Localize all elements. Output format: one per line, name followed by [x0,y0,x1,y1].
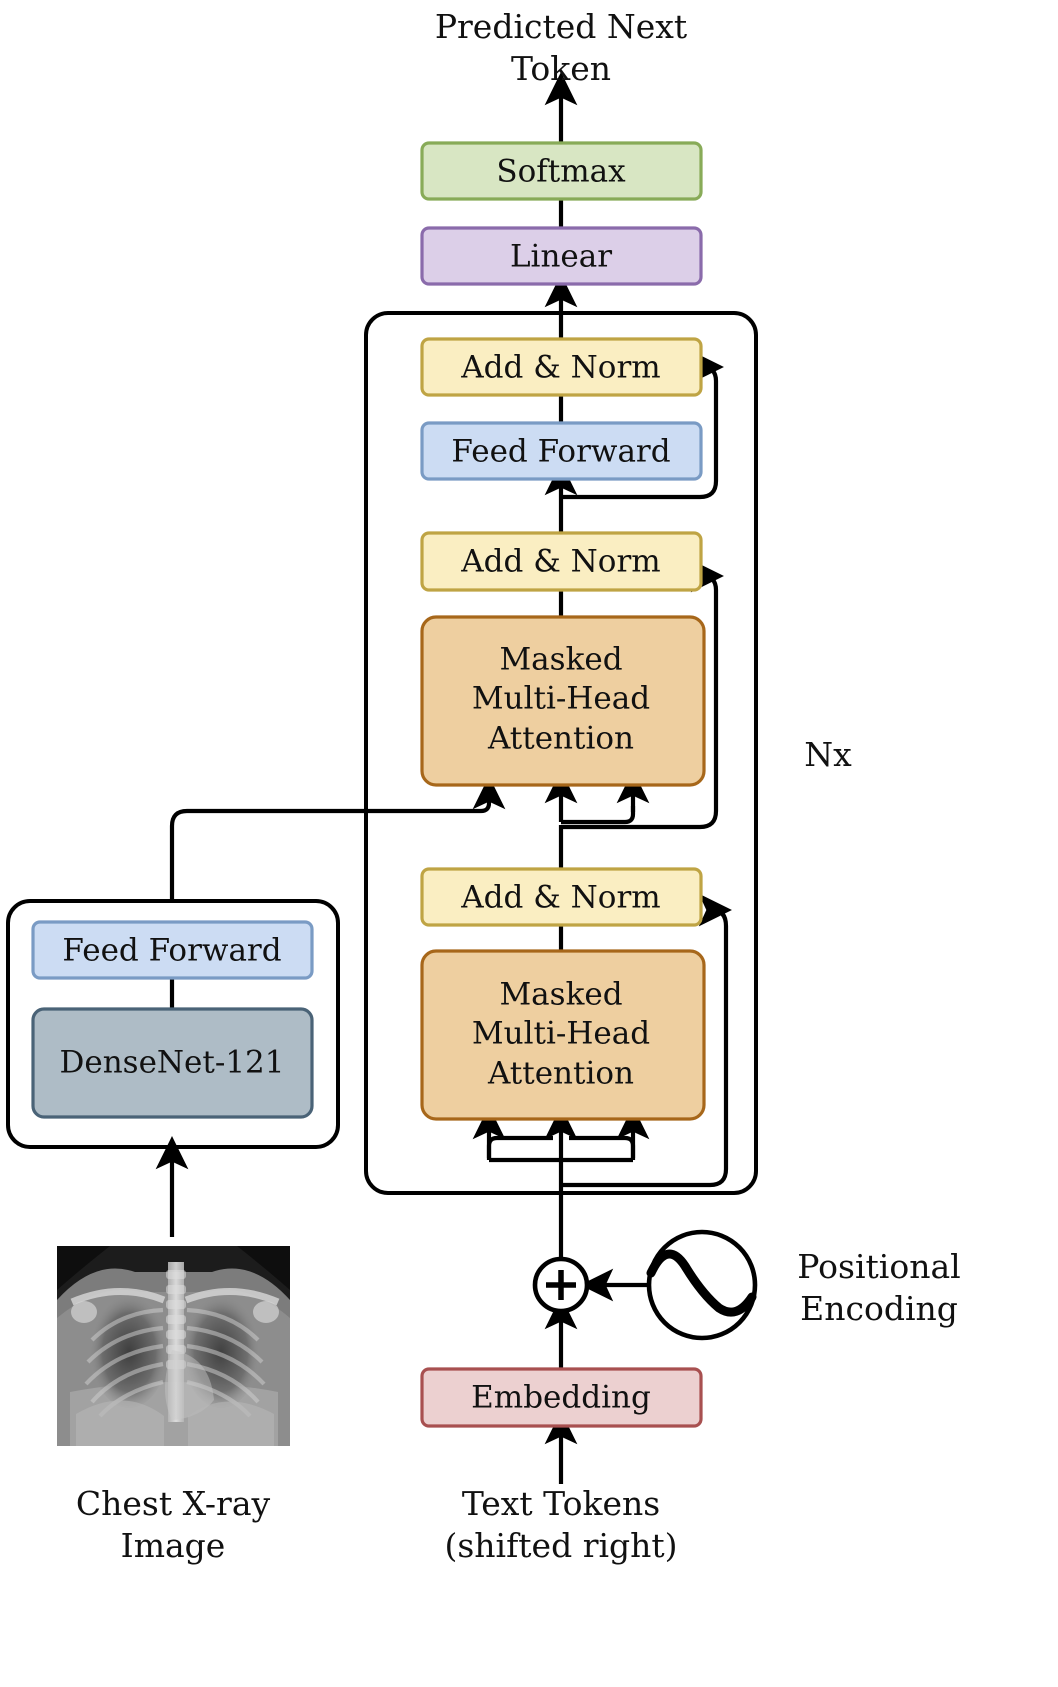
cross-attention-line3: Attention [487,721,634,757]
predicted-next-token-line1: Predicted Next [435,7,687,46]
positional-encoding-icon [646,1229,758,1341]
node-cross-attention[interactable]: Masked Multi-Head Attention [420,615,706,787]
chest-xray-line2: Image [121,1526,226,1565]
chest-xray-line1: Chest X-ray [76,1484,271,1523]
predicted-next-token-line2: Token [511,49,611,88]
wire-self-attn-fan-corners [486,1135,553,1152]
self-attention-line1: Masked [499,977,622,1013]
positional-encoding-line1: Positional [797,1247,960,1286]
feed-forward-encoder-box[interactable] [31,920,314,980]
add-norm-mid-label: Add & Norm [460,544,660,580]
linear-box[interactable] [420,226,703,286]
node-add-norm-top[interactable]: Add & Norm [420,337,703,397]
add-norm-bottom-box[interactable] [420,867,703,927]
feed-forward-decoder-label: Feed Forward [451,434,670,470]
softmax-label: Softmax [496,154,626,190]
chest-xray-caption: Chest X-ray Image [76,1484,271,1565]
densenet-label: DenseNet-121 [60,1045,285,1081]
wire-image-encoder-to-cross-attn [169,776,506,901]
self-attention-box[interactable] [420,949,706,1121]
cross-attention-line2: Multi-Head [472,681,650,717]
node-add-norm-bottom[interactable]: Add & Norm [420,867,703,927]
add-norm-top-label: Add & Norm [460,350,660,386]
node-add-norm-mid[interactable]: Add & Norm [420,531,703,592]
wire-self-attn-fan-corners-right [569,1135,636,1152]
sine-wave-icon [646,1249,757,1317]
densenet-box[interactable] [31,1007,314,1119]
wire-residual-feed-forward [561,350,724,500]
embedding-label: Embedding [471,1380,651,1416]
node-embedding[interactable]: Embedding [420,1367,703,1428]
positional-encoding-add-operator[interactable] [532,1256,590,1314]
node-feed-forward-encoder[interactable]: Feed Forward [31,920,314,980]
text-tokens-line1: Text Tokens [462,1484,660,1523]
chest-xray-image [57,1246,290,1446]
node-feed-forward-decoder[interactable]: Feed Forward [420,421,703,481]
predicted-next-token-label: Predicted Next Token [435,7,687,88]
wire-residual-self-attention [561,893,732,1188]
repeat-marker-label: Nx [804,735,852,774]
add-norm-mid-box[interactable] [420,531,703,592]
node-softmax[interactable]: Softmax [420,141,703,201]
cross-attention-line1: Masked [499,642,622,678]
node-densenet[interactable]: DenseNet-121 [31,1007,314,1119]
feed-forward-encoder-label: Feed Forward [62,933,281,969]
embedding-box[interactable] [420,1367,703,1428]
text-tokens-line2: (shifted right) [444,1526,677,1565]
linear-label: Linear [510,239,612,275]
positional-encoding-line2: Encoding [800,1289,958,1328]
cross-attention-box[interactable] [420,615,706,787]
add-norm-top-box[interactable] [420,337,703,397]
positional-encoding-label: Positional Encoding [797,1247,960,1328]
softmax-box[interactable] [420,141,703,201]
wire-residual-cross-attention [561,559,724,830]
self-attention-line2: Multi-Head [472,1016,650,1052]
node-linear[interactable]: Linear [420,226,703,286]
feed-forward-decoder-box[interactable] [420,421,703,481]
self-attention-line3: Attention [487,1056,634,1092]
node-self-attention[interactable]: Masked Multi-Head Attention [420,949,706,1121]
text-tokens-caption: Text Tokens (shifted right) [444,1484,677,1565]
add-norm-bottom-label: Add & Norm [460,880,660,916]
wire-cross-attn-decoder-branch [561,806,636,825]
